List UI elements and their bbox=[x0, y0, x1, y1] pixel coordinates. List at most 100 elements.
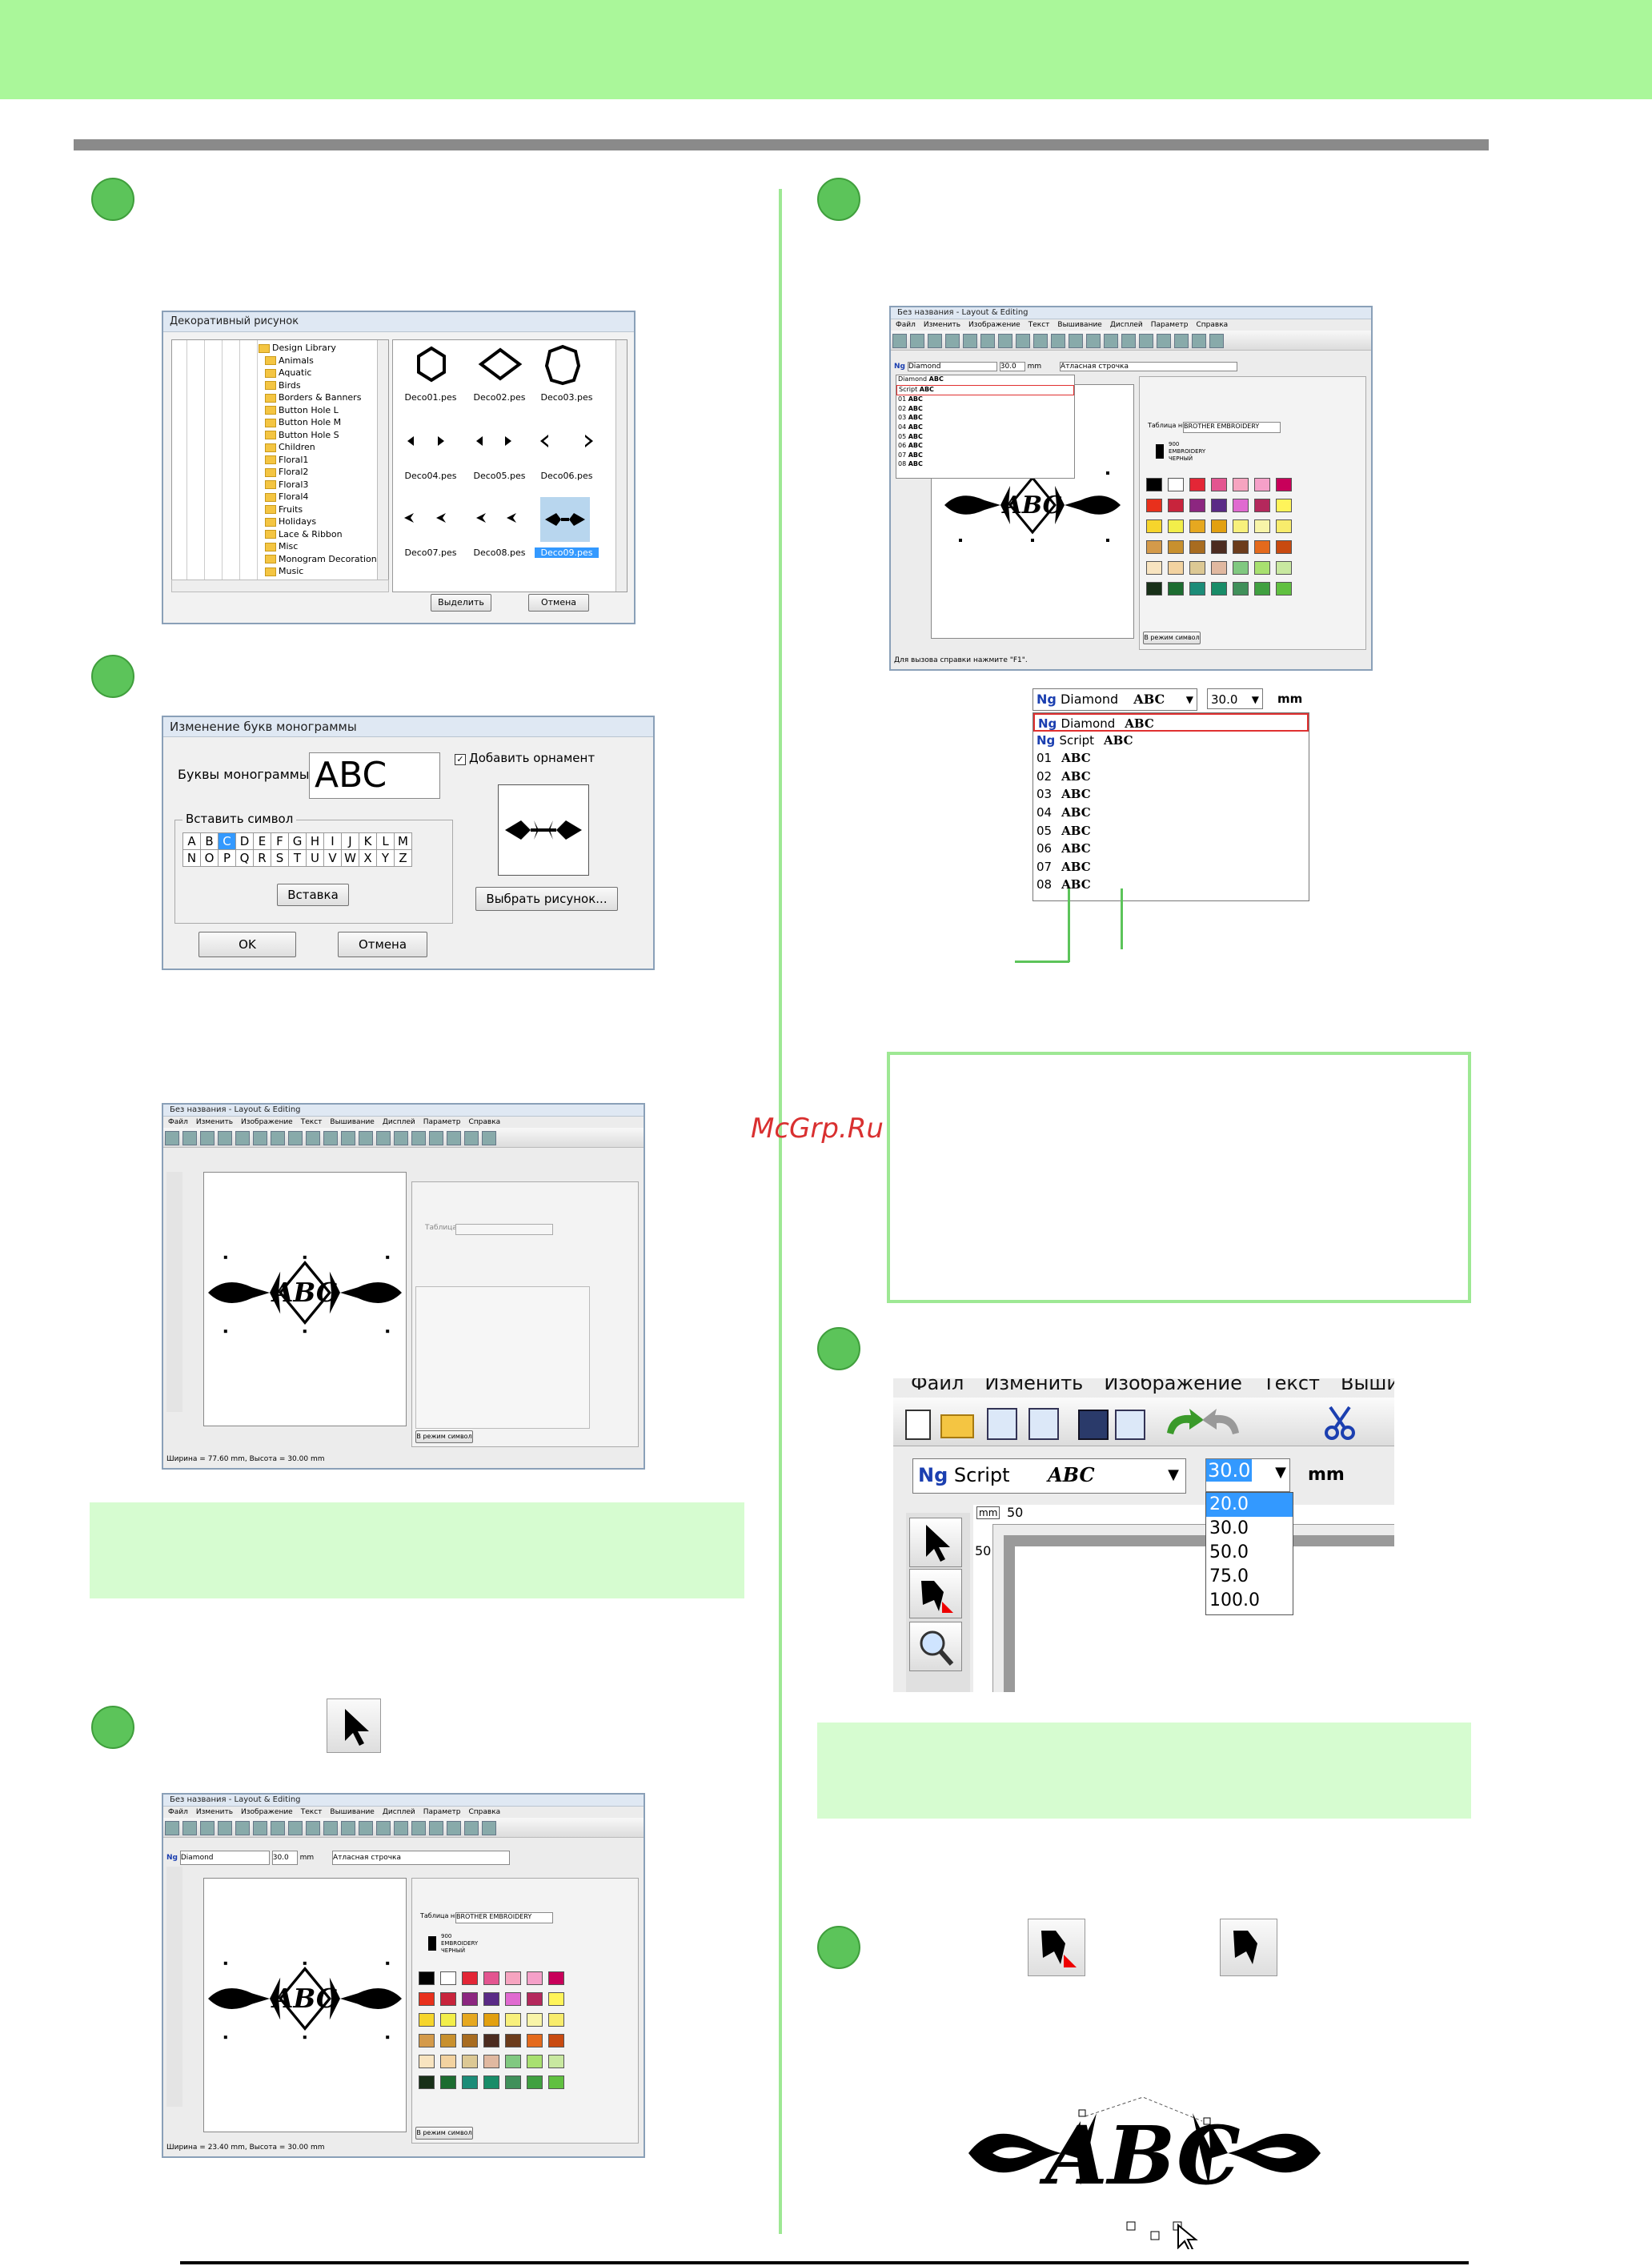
point-edit-tool-icon[interactable] bbox=[909, 1569, 962, 1618]
thread-color-swatch[interactable] bbox=[1189, 519, 1205, 533]
add-ornament-checkbox[interactable]: ✓ bbox=[455, 754, 466, 765]
symbol-cell[interactable]: F bbox=[271, 832, 289, 850]
symbol-cell[interactable]: O bbox=[200, 849, 219, 867]
thread-color-swatch[interactable] bbox=[1233, 561, 1249, 575]
cut-icon[interactable] bbox=[1033, 334, 1048, 348]
mini-font-item[interactable]: 05 ABC bbox=[898, 432, 923, 440]
symbol-mode-button-b[interactable]: В режим символ bbox=[415, 2127, 473, 2140]
symbol-cell[interactable]: M bbox=[394, 832, 412, 850]
rotate-icon[interactable] bbox=[1104, 334, 1118, 348]
size-option[interactable]: 100.0 bbox=[1209, 1590, 1260, 1610]
folder-item[interactable]: Floral4 bbox=[259, 491, 379, 503]
symbol-cell[interactable]: S bbox=[271, 849, 289, 867]
thread-color-swatch[interactable] bbox=[505, 1992, 521, 2006]
menu-edit[interactable]: Изменить bbox=[923, 321, 960, 329]
symbol-cell[interactable]: W bbox=[341, 849, 359, 867]
thread-color-swatch[interactable] bbox=[483, 1992, 499, 2006]
thread-color-swatch[interactable] bbox=[1146, 519, 1162, 533]
symbol-cell[interactable]: N bbox=[182, 849, 201, 867]
menu-edit[interactable]: Изменить bbox=[195, 1118, 233, 1126]
menu-display[interactable]: Дисплей bbox=[382, 1118, 415, 1126]
folder-item[interactable]: Birds bbox=[259, 379, 379, 392]
thread-color-swatch[interactable] bbox=[1254, 561, 1270, 575]
thread-color-swatch[interactable] bbox=[1254, 540, 1270, 554]
thread-color-swatch[interactable] bbox=[1211, 582, 1227, 596]
write-icon[interactable] bbox=[482, 1821, 496, 1835]
symbol-cell[interactable]: Q bbox=[235, 849, 254, 867]
mini-font-item[interactable]: Diamond ABC bbox=[898, 375, 944, 383]
thread-color-swatch[interactable] bbox=[462, 2034, 478, 2047]
edit-letters-tool-icon[interactable] bbox=[1028, 1919, 1085, 1976]
thread-chart-select-c[interactable]: BROTHER EMBROIDERY bbox=[1183, 422, 1281, 433]
tool-palette-b[interactable] bbox=[166, 1867, 182, 2107]
stitch-select-b[interactable]: Атласная строчка bbox=[332, 1851, 511, 1865]
menu-image[interactable]: Изображение bbox=[241, 1808, 293, 1816]
thread-color-swatch[interactable] bbox=[1189, 499, 1205, 512]
thread-color-swatch[interactable] bbox=[440, 1971, 456, 1985]
thread-color-swatch[interactable] bbox=[1233, 582, 1249, 596]
folder-item[interactable]: Monogram Decoration bbox=[259, 553, 379, 566]
split-icon[interactable] bbox=[411, 1821, 426, 1835]
select-button[interactable]: Выделить bbox=[431, 594, 491, 612]
thread-color-swatch[interactable] bbox=[1254, 519, 1270, 533]
mini-font-item[interactable]: 02 ABC bbox=[898, 404, 923, 412]
thread-color-swatch[interactable] bbox=[1168, 499, 1184, 512]
symbol-cell[interactable]: D bbox=[235, 832, 254, 850]
thread-color-swatch[interactable] bbox=[527, 1992, 543, 2006]
menu-file[interactable]: Файл bbox=[911, 1378, 964, 1394]
thread-color-swatch[interactable] bbox=[527, 1971, 543, 1985]
menu-display[interactable]: Дисплей bbox=[382, 1808, 415, 1816]
symbol-cell[interactable]: Y bbox=[376, 849, 395, 867]
symbol-cell[interactable]: G bbox=[288, 832, 307, 850]
thread-color-swatch[interactable] bbox=[1146, 499, 1162, 512]
symbol-cell[interactable]: T bbox=[288, 849, 307, 867]
thread-color-swatch[interactable] bbox=[527, 2075, 543, 2089]
write-icon[interactable] bbox=[1209, 334, 1224, 348]
font-select-c[interactable]: Diamond bbox=[907, 362, 997, 371]
folder-item[interactable]: Misc bbox=[259, 540, 379, 553]
pattern-thumbnails[interactable] bbox=[392, 339, 628, 592]
thread-color-swatch[interactable] bbox=[527, 2055, 543, 2068]
menu-sew[interactable]: Вышивание bbox=[330, 1118, 375, 1126]
zoom-font-combo[interactable]: Ng Script ABC ▼ bbox=[912, 1458, 1186, 1494]
symbol-cell[interactable]: C bbox=[218, 832, 236, 850]
menu-help[interactable]: Справка bbox=[1196, 321, 1229, 329]
folder-item[interactable]: Fruits bbox=[259, 503, 379, 516]
thread-color-swatch[interactable] bbox=[1254, 478, 1270, 491]
menu-file[interactable]: Файл bbox=[168, 1118, 188, 1126]
save-icon[interactable] bbox=[963, 334, 977, 348]
thread-color-swatch[interactable] bbox=[527, 2013, 543, 2027]
thread-color-swatch[interactable] bbox=[440, 2034, 456, 2047]
thread-color-swatch[interactable] bbox=[1233, 499, 1249, 512]
thread-color-swatch[interactable] bbox=[1254, 499, 1270, 512]
file-deco01[interactable]: Deco01.pes bbox=[404, 392, 457, 403]
thread-color-swatch[interactable] bbox=[1233, 519, 1249, 533]
copy-icon[interactable] bbox=[1051, 334, 1065, 348]
menu-sew[interactable]: Вышивание bbox=[330, 1808, 375, 1816]
thread-color-swatch[interactable] bbox=[548, 1992, 564, 2006]
mini-font-item[interactable]: 06 ABC bbox=[898, 442, 923, 450]
menu-image[interactable]: Изображение bbox=[968, 321, 1020, 329]
select-tool-icon[interactable] bbox=[909, 1518, 962, 1567]
folder-item[interactable]: Animals bbox=[259, 355, 379, 367]
split-icon[interactable] bbox=[411, 1131, 426, 1145]
symbol-cell[interactable]: X bbox=[359, 849, 377, 867]
thread-color-swatch[interactable] bbox=[462, 1971, 478, 1985]
thread-color-swatch[interactable] bbox=[1233, 478, 1249, 491]
thread-color-swatch[interactable] bbox=[1276, 478, 1292, 491]
tool-palette-a[interactable] bbox=[166, 1172, 182, 1412]
wand-icon[interactable] bbox=[394, 1821, 408, 1835]
thread-color-swatch[interactable] bbox=[1276, 499, 1292, 512]
thread-color-swatch[interactable] bbox=[505, 2013, 521, 2027]
export-icon[interactable] bbox=[945, 334, 960, 348]
thread-color-swatch[interactable] bbox=[505, 2075, 521, 2089]
folder-item[interactable]: Floral2 bbox=[259, 466, 379, 479]
size-option[interactable]: 20.0 bbox=[1206, 1493, 1293, 1517]
thread-color-swatch[interactable] bbox=[548, 2013, 564, 2027]
thread-color-swatch[interactable] bbox=[548, 2055, 564, 2068]
